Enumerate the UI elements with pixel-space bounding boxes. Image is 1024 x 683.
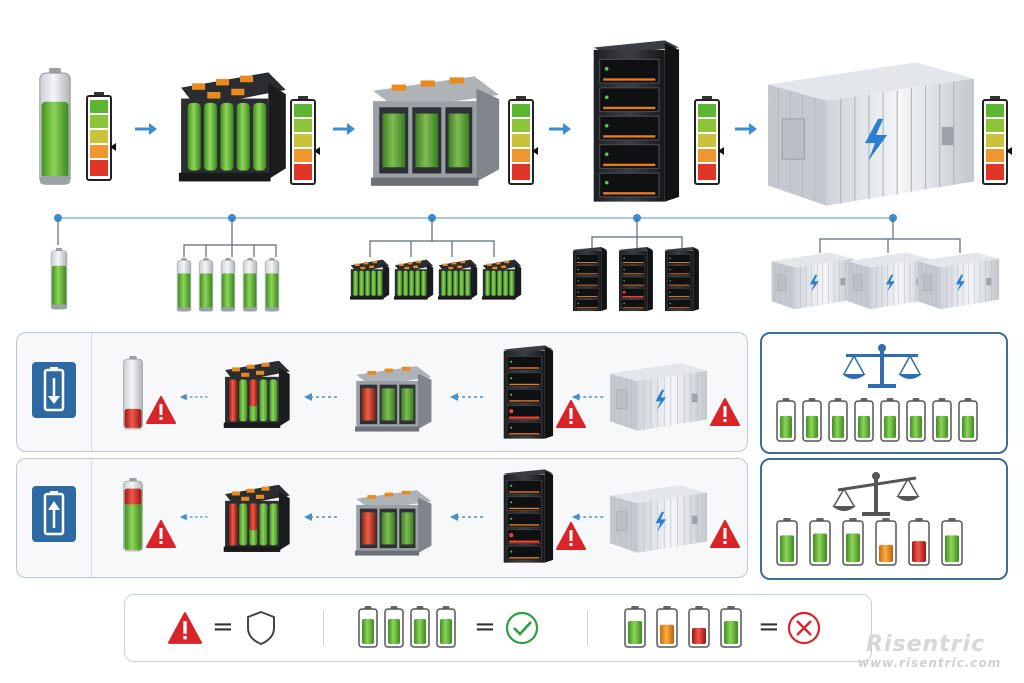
tilted-scale-icon bbox=[832, 472, 920, 516]
legend-equals: = bbox=[474, 612, 496, 642]
battery-icon bbox=[958, 398, 978, 442]
battery-icon bbox=[854, 398, 874, 442]
battery-icon bbox=[358, 606, 378, 648]
pack-icon bbox=[346, 484, 438, 558]
battery-icon bbox=[828, 398, 848, 442]
cell-group-icon bbox=[176, 258, 280, 312]
unbalanced-battery-row bbox=[776, 518, 963, 566]
battery-icon bbox=[875, 518, 897, 566]
warning-triangle-icon bbox=[710, 520, 740, 548]
legend-equals: = bbox=[212, 612, 234, 642]
legend-equals: = bbox=[758, 612, 780, 642]
module-icon bbox=[214, 358, 294, 432]
shield-icon bbox=[247, 610, 275, 646]
warning-triangle-icon bbox=[146, 396, 176, 424]
battery-icon bbox=[908, 518, 930, 566]
balanced-scale-icon bbox=[842, 344, 922, 388]
battery-icon bbox=[941, 518, 963, 566]
arrow-left-icon bbox=[450, 512, 486, 522]
battery-icon bbox=[624, 606, 646, 648]
container-icon bbox=[767, 61, 975, 207]
warning-triangle-icon bbox=[556, 400, 586, 428]
battery-arrow-down-icon bbox=[32, 362, 76, 418]
soc-gauge-icon bbox=[694, 96, 724, 185]
battery-icon bbox=[410, 606, 430, 648]
battery-icon bbox=[776, 518, 798, 566]
battery-icon bbox=[809, 518, 831, 566]
battery-arrow-up-icon bbox=[32, 486, 76, 542]
soc-gauge-icon bbox=[508, 96, 538, 185]
battery-icon bbox=[436, 606, 456, 648]
x-circle-icon bbox=[787, 611, 821, 645]
arrow-right-icon bbox=[134, 122, 158, 136]
warning-triangle-icon bbox=[556, 522, 586, 550]
arrow-left-icon bbox=[572, 392, 606, 402]
rack-icon bbox=[592, 39, 680, 203]
module-icon bbox=[178, 72, 286, 182]
balanced-battery-row bbox=[776, 398, 978, 442]
rack-icon bbox=[496, 344, 558, 440]
battery-icon bbox=[720, 606, 742, 648]
warning-triangle-icon bbox=[710, 398, 740, 426]
battery-icon bbox=[906, 398, 926, 442]
rack-group-icon bbox=[572, 246, 700, 312]
arrow-left-icon bbox=[572, 512, 606, 522]
warning-triangle-icon bbox=[168, 612, 202, 644]
soc-gauge-icon bbox=[86, 92, 116, 181]
cell-icon bbox=[123, 478, 143, 552]
soc-gauge-icon bbox=[982, 96, 1012, 185]
arrow-left-icon bbox=[180, 512, 210, 522]
cell-icon bbox=[50, 248, 68, 310]
container-icon bbox=[609, 484, 708, 554]
battery-icon bbox=[932, 398, 952, 442]
container-icon bbox=[609, 362, 708, 432]
group-row bbox=[0, 240, 1024, 320]
check-circle-icon bbox=[505, 611, 539, 645]
battery-icon bbox=[776, 398, 796, 442]
arrow-right-icon bbox=[734, 122, 758, 136]
soc-gauge-icon bbox=[290, 96, 320, 185]
balanced-battery-legend bbox=[358, 606, 456, 648]
arrow-right-icon bbox=[332, 122, 356, 136]
battery-icon bbox=[656, 606, 678, 648]
pack-icon bbox=[346, 360, 438, 434]
module-group-icon bbox=[350, 259, 522, 300]
battery-icon bbox=[688, 606, 710, 648]
cell-icon bbox=[39, 68, 71, 185]
watermark-brand: Risentric bbox=[866, 632, 986, 657]
rack-icon bbox=[496, 468, 558, 564]
arrow-left-icon bbox=[304, 392, 340, 402]
warning-triangle-icon bbox=[146, 520, 176, 548]
pack-icon bbox=[371, 76, 500, 186]
cell-icon bbox=[123, 356, 143, 430]
watermark-url: www.risentric.com bbox=[858, 656, 1002, 670]
arrow-left-icon bbox=[180, 392, 210, 402]
arrow-left-icon bbox=[304, 512, 340, 522]
arrow-right-icon bbox=[548, 122, 572, 136]
connection-bus bbox=[54, 214, 961, 257]
module-icon bbox=[214, 482, 294, 556]
battery-icon bbox=[880, 398, 900, 442]
battery-icon bbox=[842, 518, 864, 566]
battery-icon bbox=[802, 398, 822, 442]
unbalanced-battery-legend bbox=[624, 606, 742, 648]
battery-icon bbox=[384, 606, 404, 648]
arrow-left-icon bbox=[450, 392, 486, 402]
hierarchy-row bbox=[0, 0, 1024, 210]
container-group-icon bbox=[771, 252, 1000, 310]
